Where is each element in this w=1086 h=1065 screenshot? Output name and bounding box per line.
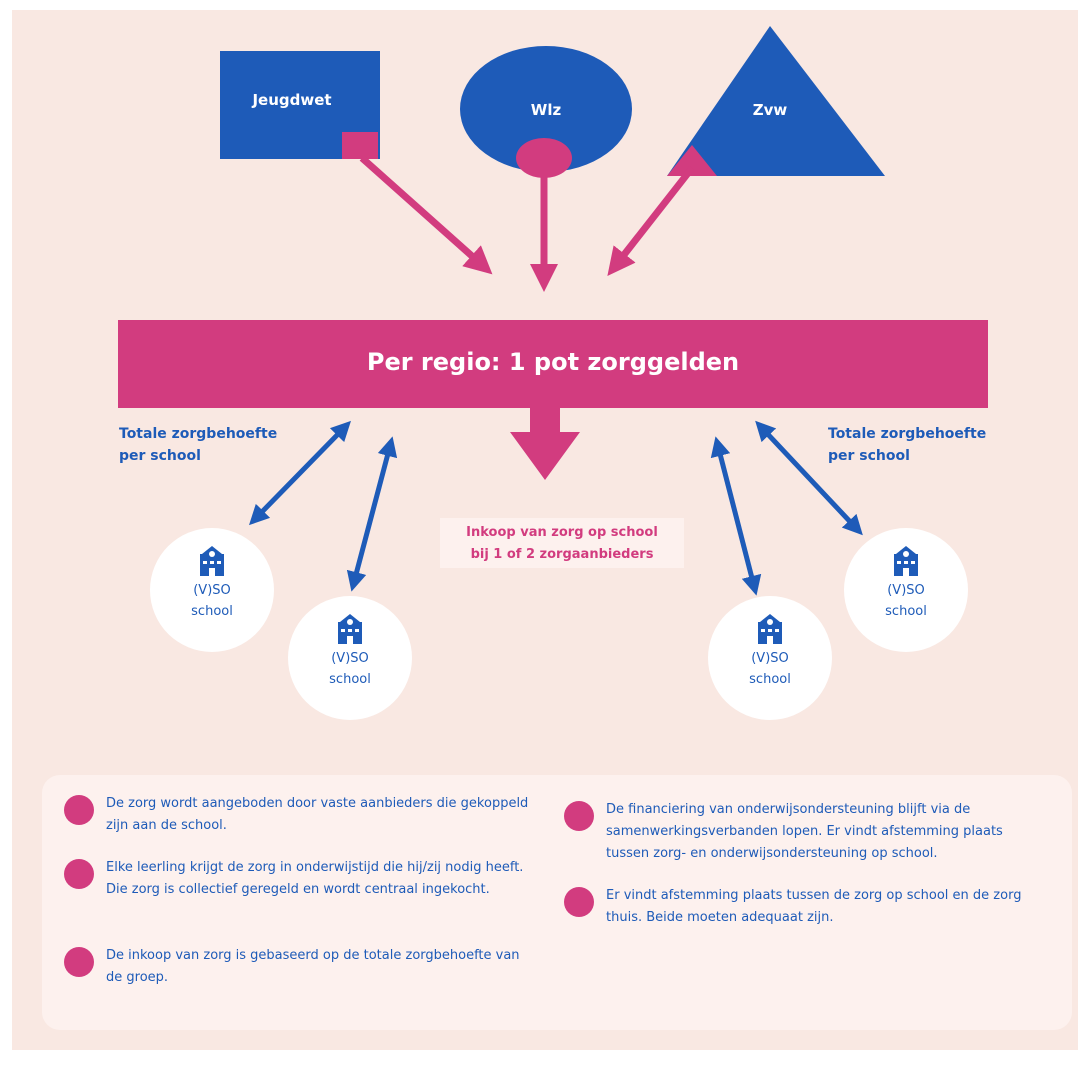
- school-type: (V)SO: [331, 651, 369, 666]
- note-text: De financiering van onderwijsondersteuni…: [606, 802, 1003, 861]
- zvw-triangle: [667, 26, 885, 176]
- school-building-icon: [758, 614, 782, 644]
- school-building-icon: [200, 546, 224, 576]
- inkoop-line-2: bij 1 of 2 zorgaanbieders: [470, 547, 654, 562]
- school-circle-1: (V)SO school: [150, 528, 274, 652]
- school-circle-2: (V)SO school: [288, 596, 412, 720]
- notes-panel: De zorg wordt aangeboden door vaste aanb…: [42, 775, 1072, 1030]
- note-item: Er vindt afstemming plaats tussen de zor…: [564, 885, 1044, 929]
- inkoop-box: Inkoop van zorg op school bij 1 of 2 zor…: [440, 518, 684, 568]
- jeugdwet-label: Jeugdwet: [251, 91, 331, 109]
- note-text: Elke leerling krijgt de zorg in onderwij…: [106, 860, 524, 897]
- school-circle-4: (V)SO school: [844, 528, 968, 652]
- double-arrow-school-1: [249, 420, 351, 526]
- school-building-icon: [338, 614, 362, 644]
- school-word: school: [749, 672, 791, 687]
- cropped-title-strip: [0, 0, 1086, 10]
- school-type: (V)SO: [193, 583, 231, 598]
- double-arrow-school-2: [346, 436, 398, 592]
- down-arrow-inkoop: [510, 408, 580, 480]
- note-item: Elke leerling krijgt de zorg in onderwij…: [64, 857, 534, 901]
- bullet-dot: [564, 801, 594, 831]
- jeugdwet-corner: [342, 132, 378, 159]
- bullet-dot: [64, 859, 94, 889]
- note-text: De inkoop van zorg is gebaseerd op de to…: [106, 948, 520, 985]
- note-text: Er vindt afstemming plaats tussen de zor…: [606, 888, 1022, 925]
- school-word: school: [191, 604, 233, 619]
- diagram-shapes: Jeugdwet Wlz Zvw Per regio: 1 pot zorgge…: [118, 26, 988, 596]
- arrow-zvw-to-pot: [607, 165, 695, 277]
- school-type: (V)SO: [751, 651, 789, 666]
- note-item: De inkoop van zorg is gebaseerd op de to…: [64, 945, 534, 989]
- double-arrow-school-3: [710, 436, 762, 596]
- wlz-knob: [516, 138, 572, 178]
- bullet-dot: [64, 795, 94, 825]
- double-arrow-school-4: [755, 420, 863, 536]
- arrow-jeugdwet-to-pot: [359, 155, 493, 275]
- school-word: school: [885, 604, 927, 619]
- school-word: school: [329, 672, 371, 687]
- school-circle-3: (V)SO school: [708, 596, 832, 720]
- note-item: De financiering van onderwijsondersteuni…: [564, 799, 1044, 865]
- demand-label-left: Totale zorgbehoefte per school: [119, 426, 278, 464]
- bullet-dot: [564, 887, 594, 917]
- inkoop-line-1: Inkoop van zorg op school: [466, 525, 658, 540]
- pot-bar: [118, 320, 988, 408]
- wlz-ellipse: [460, 46, 632, 172]
- wlz-label: Wlz: [531, 101, 562, 119]
- school-type: (V)SO: [887, 583, 925, 598]
- note-text: De zorg wordt aangeboden door vaste aanb…: [106, 796, 529, 833]
- zvw-corner: [667, 145, 717, 176]
- zvw-label: Zvw: [753, 101, 788, 119]
- pot-label: Per regio: 1 pot zorggelden: [367, 348, 739, 376]
- demand-label-right: Totale zorgbehoefte per school: [828, 426, 987, 464]
- school-building-icon: [894, 546, 918, 576]
- bullet-dot: [64, 947, 94, 977]
- note-item: De zorg wordt aangeboden door vaste aanb…: [64, 793, 534, 837]
